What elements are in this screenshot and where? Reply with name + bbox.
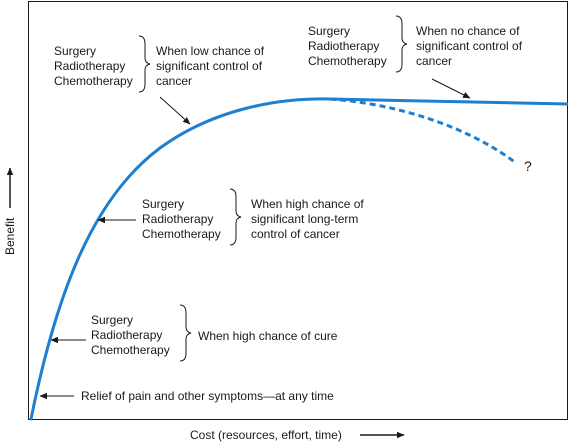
brace xyxy=(179,304,192,362)
condition-label: cancer xyxy=(416,54,452,68)
condition-label: significant long-term xyxy=(251,212,358,226)
annotation-low-chance: Surgery Radiotherapy Chemotherapy When l… xyxy=(54,35,265,125)
pointer-arrow xyxy=(431,78,471,99)
treatment-label: Chemotherapy xyxy=(142,227,221,241)
condition-label: control of cancer xyxy=(251,227,340,241)
condition-label: When high chance of cure xyxy=(198,329,338,343)
treatment-label: Chemotherapy xyxy=(91,343,170,357)
condition-label: significant control of xyxy=(156,59,263,73)
y-axis-label: Benefit xyxy=(3,217,17,255)
question-mark: ? xyxy=(524,158,532,174)
brace xyxy=(229,188,242,246)
pointer-arrow xyxy=(159,96,191,125)
condition-label: When low chance of xyxy=(156,44,265,58)
treatment-label: Surgery xyxy=(142,197,184,211)
annotation-high-chance-cure: Surgery Radiotherapy Chemotherapy When h… xyxy=(50,304,338,362)
relief-label: Relief of pain and other symptoms—at any… xyxy=(81,389,334,403)
brace xyxy=(138,35,151,93)
annotation-high-chance-control: Surgery Radiotherapy Chemotherapy When h… xyxy=(97,188,364,246)
treatment-label: Surgery xyxy=(54,44,96,58)
treatment-label: Surgery xyxy=(91,313,133,327)
brace xyxy=(395,15,408,73)
annotation-relief: Relief of pain and other symptoms—at any… xyxy=(39,389,334,403)
condition-label: significant control of xyxy=(416,39,523,53)
condition-label: When no chance of xyxy=(416,24,520,38)
annotation-no-chance: Surgery Radiotherapy Chemotherapy When n… xyxy=(308,15,523,99)
treatment-label: Radiotherapy xyxy=(308,39,379,53)
condition-label: When high chance of xyxy=(251,197,364,211)
declining-benefit-curve xyxy=(329,97,517,165)
treatment-label: Chemotherapy xyxy=(54,74,133,88)
condition-label: cancer xyxy=(156,74,192,88)
x-axis-label: Cost (resources, effort, time) xyxy=(190,428,342,442)
benefit-curve xyxy=(29,97,568,421)
treatment-label: Radiotherapy xyxy=(142,212,213,226)
treatment-label: Radiotherapy xyxy=(91,328,162,342)
treatment-label: Radiotherapy xyxy=(54,59,125,73)
y-axis: Benefit xyxy=(3,167,17,255)
x-axis: Cost (resources, effort, time) xyxy=(190,428,405,442)
treatment-label: Surgery xyxy=(308,24,350,38)
treatment-label: Chemotherapy xyxy=(308,54,387,68)
